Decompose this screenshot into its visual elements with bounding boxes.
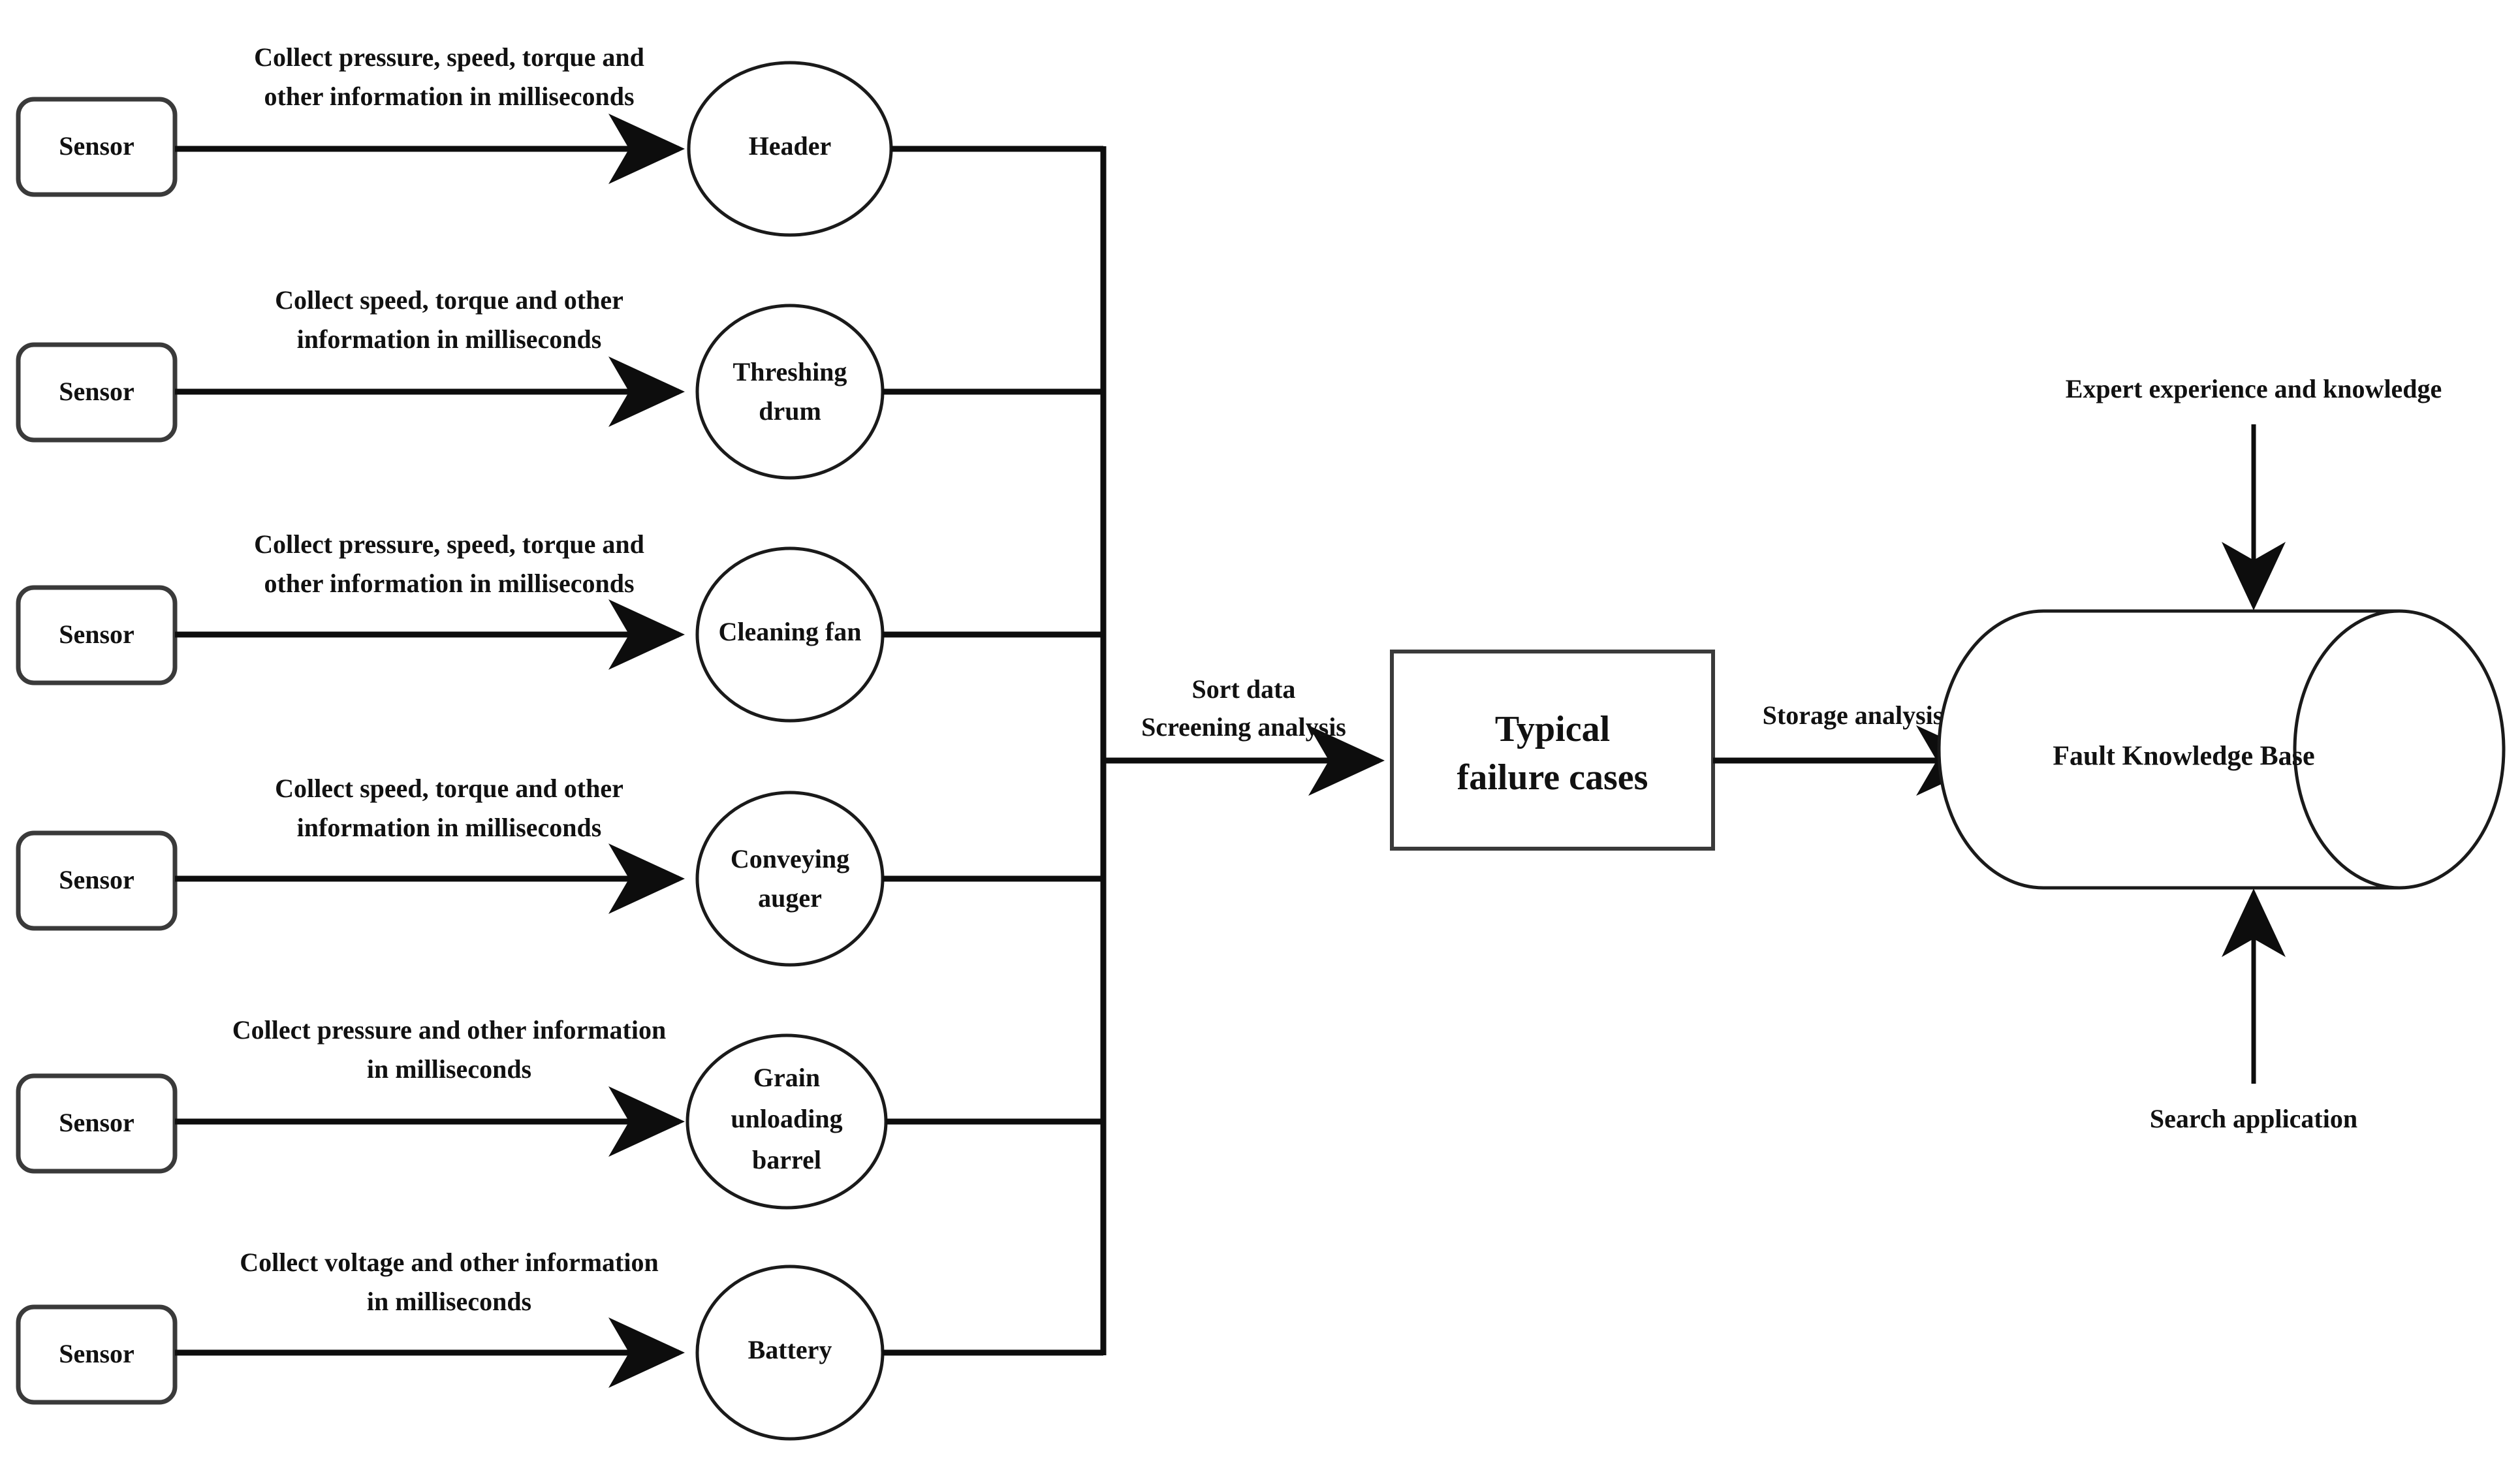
- cylinder-body-fill: [1939, 611, 2504, 888]
- node-label-grain-line2: unloading: [731, 1104, 842, 1133]
- storage-analysis-label: Storage analysis: [1763, 700, 1944, 730]
- sensor-label-1: Sensor: [59, 131, 134, 161]
- node-label-battery: Battery: [748, 1335, 832, 1364]
- sensor-label-3: Sensor: [59, 620, 134, 649]
- pipeline-row-6: Sensor Collect voltage and other informa…: [16, 1248, 1103, 1441]
- edge-label-4-line1: Collect speed, torque and other: [275, 774, 623, 803]
- sensor-label-5: Sensor: [59, 1108, 134, 1137]
- edge-label-5-line2: in milliseconds: [367, 1054, 531, 1084]
- sensor-label-4: Sensor: [59, 865, 134, 894]
- sort-label-line2: Screening analysis: [1141, 712, 1346, 742]
- failure-box-label-line1: Typical: [1495, 709, 1610, 749]
- sensor-label-6: Sensor: [59, 1339, 134, 1368]
- fault-knowledge-base-node[interactable]: Fault Knowledge Base: [1937, 609, 2506, 890]
- search-application-edge: Search application: [2150, 888, 2357, 1133]
- pipeline-row-1: Sensor Collect pressure, speed, torque a…: [16, 42, 1103, 237]
- pipeline-row-3: Sensor Collect pressure, speed, torque a…: [16, 529, 1103, 723]
- cylinder-right-cap: [2293, 609, 2506, 890]
- node-label-cleaning-fan: Cleaning fan: [719, 617, 862, 646]
- edge-label-6-line2: in milliseconds: [367, 1287, 531, 1316]
- sort-screening-edge: Sort data Screening analysis: [1103, 674, 1385, 796]
- cylinder-left-cap: [1937, 609, 2044, 890]
- search-application-label: Search application: [2150, 1104, 2357, 1133]
- sort-label-line1: Sort data: [1192, 674, 1296, 704]
- node-label-threshing-drum-line2: drum: [759, 396, 821, 426]
- edge-label-5-line1: Collect pressure and other information: [232, 1015, 666, 1045]
- edge-label-1-line1: Collect pressure, speed, torque and: [254, 42, 644, 72]
- node-label-conveying-auger-line2: auger: [758, 883, 822, 913]
- component-node-conveying-auger[interactable]: [695, 791, 885, 967]
- failure-box-label-line2: failure cases: [1457, 757, 1648, 798]
- edge-label-4-line2: information in milliseconds: [297, 813, 602, 842]
- edge-label-1-line2: other information in milliseconds: [264, 82, 634, 111]
- expert-experience-label: Expert experience and knowledge: [2066, 374, 2442, 403]
- sensor-label-2: Sensor: [59, 377, 134, 406]
- edge-label-2-line1: Collect speed, torque and other: [275, 285, 623, 315]
- knowledge-base-label: Fault Knowledge Base: [2053, 742, 2314, 772]
- failure-box-rect[interactable]: [1390, 650, 1715, 851]
- edge-label-3-line2: other information in milliseconds: [264, 569, 634, 598]
- node-label-grain-line1: Grain: [753, 1063, 820, 1092]
- node-label-threshing-drum-line1: Threshing: [733, 357, 847, 386]
- typical-failure-cases-node[interactable]: Typical failure cases: [1390, 650, 1715, 851]
- pipeline-row-5: Sensor Collect pressure and other inform…: [16, 1015, 1103, 1210]
- node-label-conveying-auger-line1: Conveying: [731, 844, 849, 873]
- edge-label-2-line2: information in milliseconds: [297, 324, 602, 354]
- expert-experience-edge: Expert experience and knowledge: [2066, 374, 2442, 610]
- node-label-header: Header: [749, 131, 832, 161]
- edge-label-6-line1: Collect voltage and other information: [240, 1248, 658, 1277]
- node-label-grain-line3: barrel: [752, 1145, 821, 1174]
- edge-label-3-line1: Collect pressure, speed, torque and: [254, 529, 644, 559]
- pipeline-row-4: Sensor Collect speed, torque and other i…: [16, 774, 1103, 967]
- pipeline-row-2: Sensor Collect speed, torque and other i…: [16, 285, 1103, 480]
- component-node-threshing-drum[interactable]: [695, 304, 885, 480]
